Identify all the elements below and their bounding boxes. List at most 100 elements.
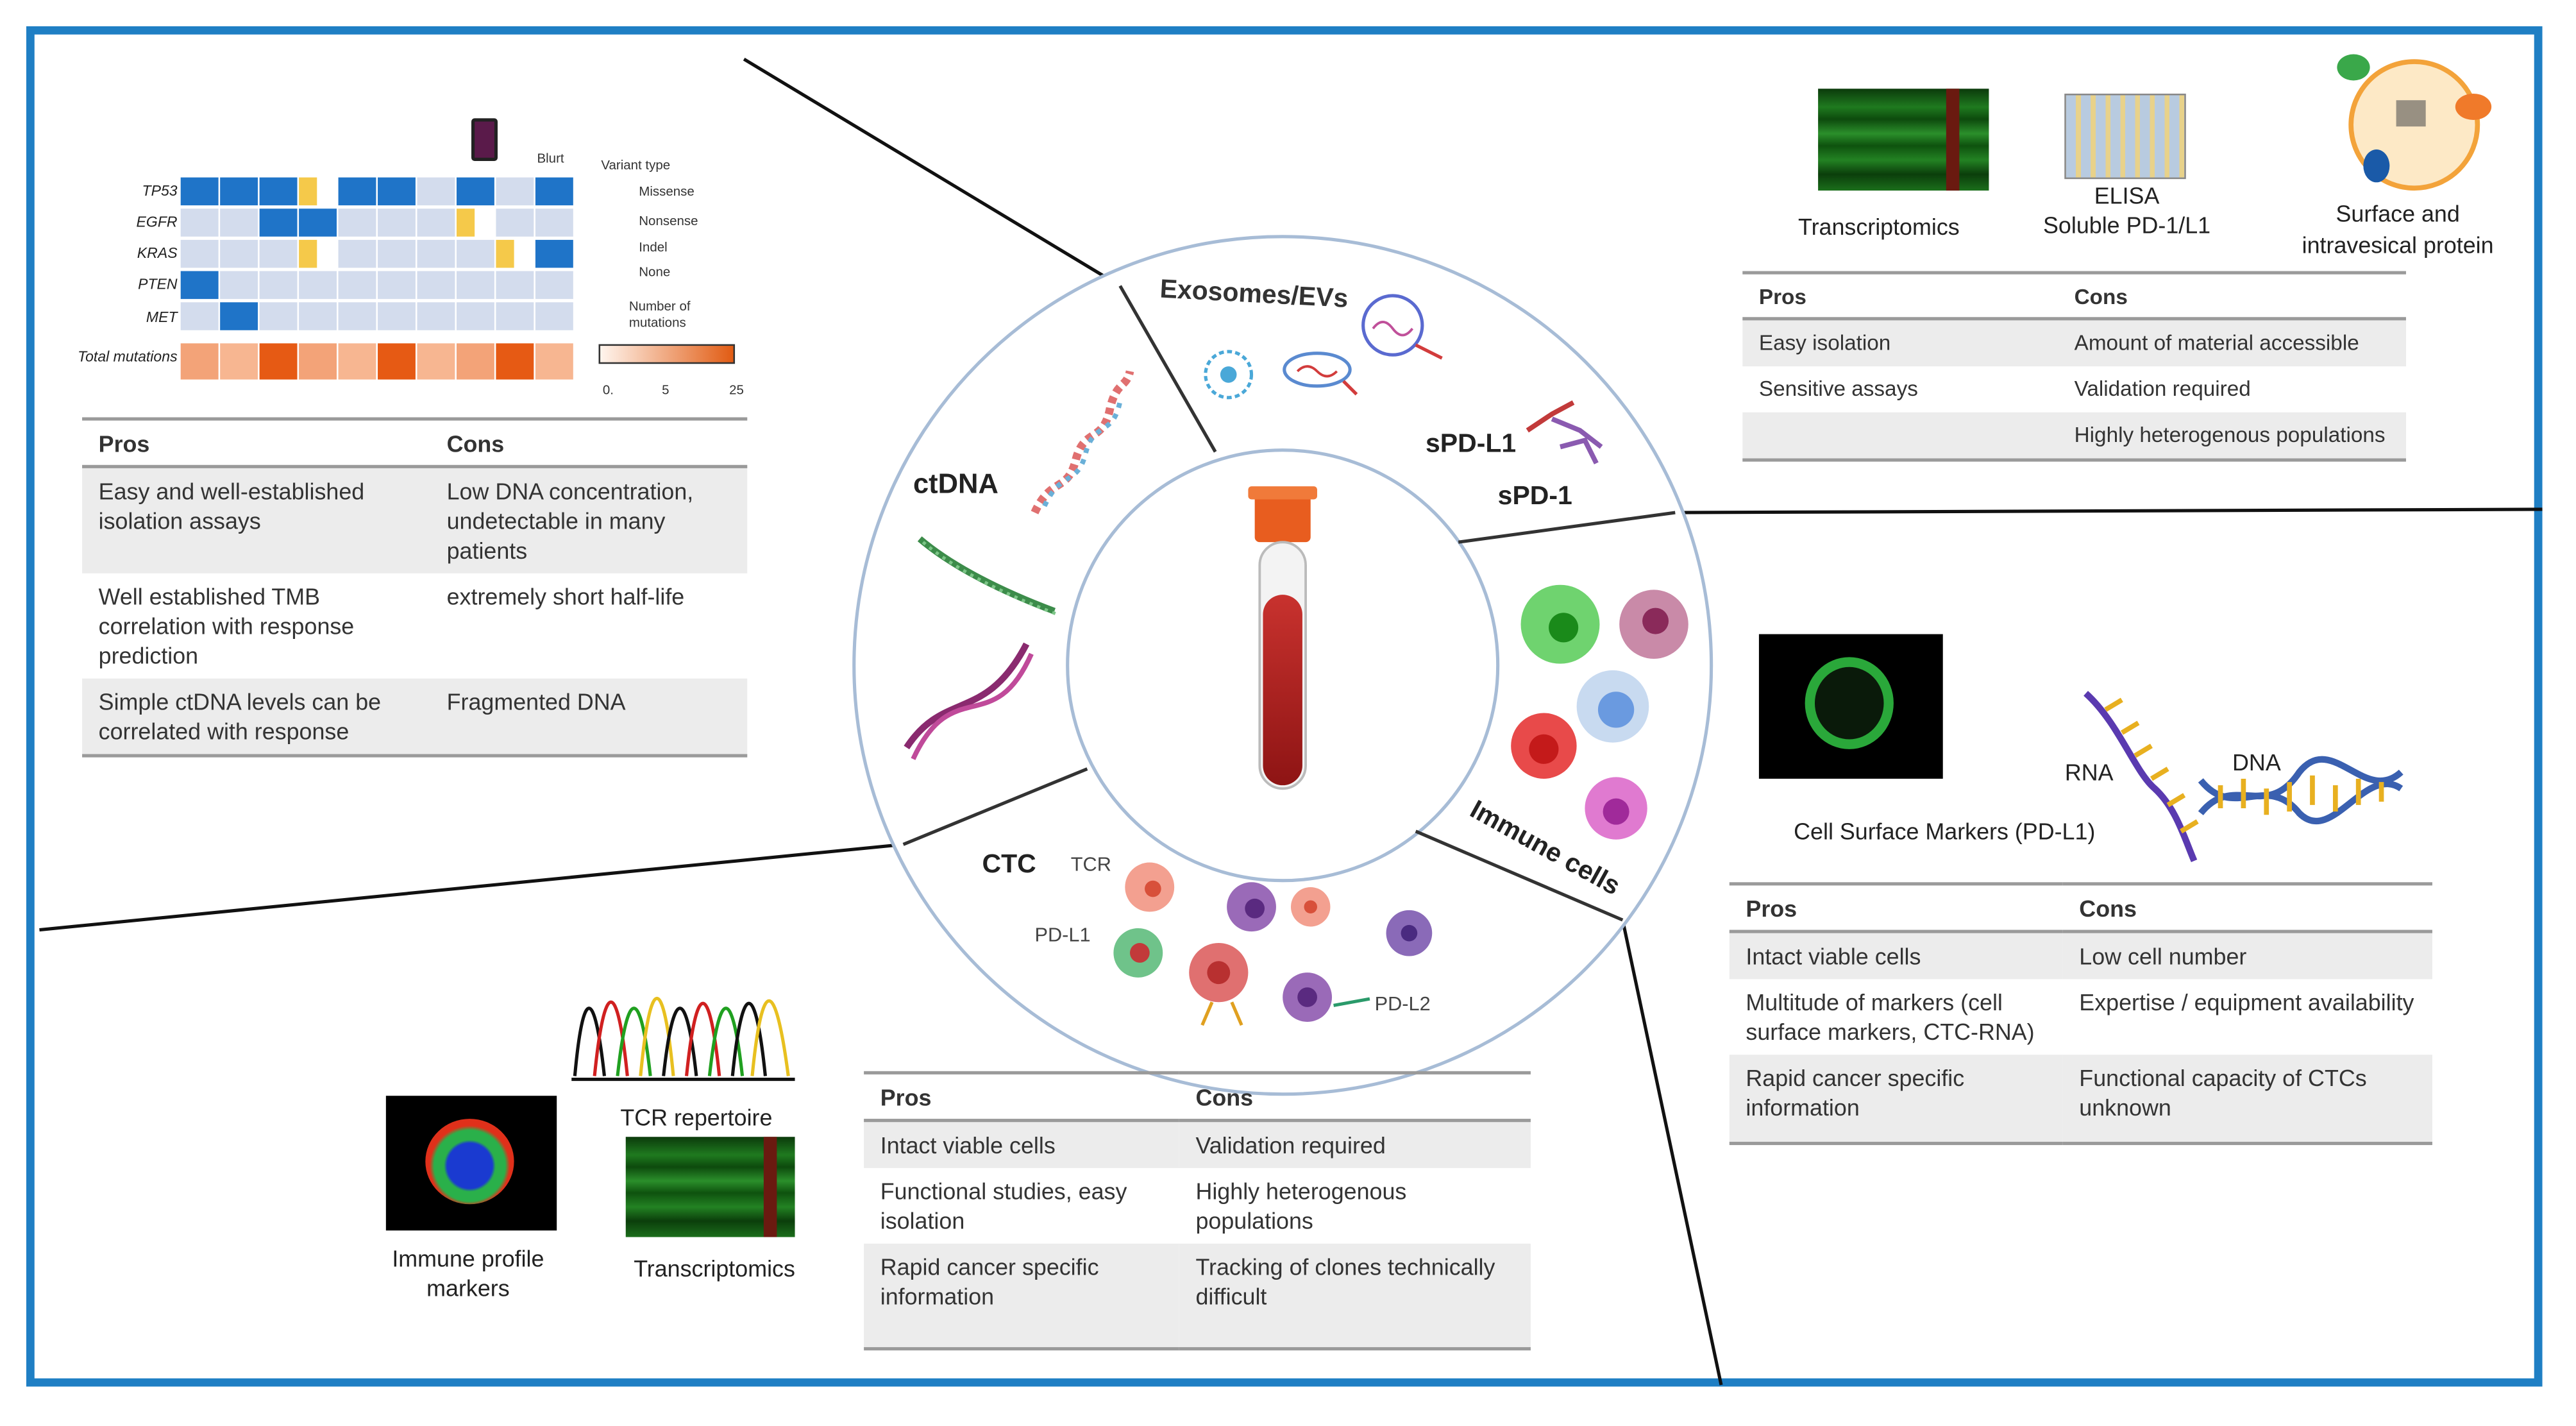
heatmap-cell: [220, 208, 258, 237]
elisa-label: ELISA: [2094, 182, 2160, 209]
variant-type-nonsense: Nonsense: [639, 213, 698, 228]
segment-divider: [1415, 829, 1624, 922]
total-mutation-cell: [535, 343, 573, 380]
gene-label: TP53: [142, 182, 178, 199]
heatmap-cell: [456, 271, 494, 300]
ctc-transcriptomics-image: [625, 1137, 795, 1237]
dna-label: DNA: [2232, 749, 2281, 776]
total-mutation-cell: [180, 343, 219, 380]
heatmap-cell: [378, 239, 416, 268]
pro-cell: Easy isolation: [1742, 318, 2058, 367]
heatmap-cell: [535, 302, 573, 330]
cons-header: Cons: [430, 419, 748, 468]
rna-label: RNA: [2064, 759, 2114, 786]
pro-cell: Multitude of markers (cell surface marke…: [1746, 989, 2035, 1045]
table-row: Rapid cancer specific information Functi…: [1729, 1055, 2432, 1144]
heatmap-cell: [535, 271, 573, 300]
heatmap-cell: [496, 239, 514, 268]
segment-label-ctdna: ctDNA: [913, 468, 998, 499]
immune-pros-cons-table: Pros Cons Intact viable cells Low cell n…: [1729, 882, 2432, 1146]
exosomes-pros-cons-table: Pros Cons Easy isolation Amount of mater…: [1742, 271, 2406, 462]
tcr-chromatogram-icon: [571, 997, 795, 1082]
table-row: Multitude of markers (cell surface marke…: [1730, 979, 2432, 1055]
pro-cell: Simple ctDNA levels can be correlated wi…: [82, 678, 430, 756]
rna-dna-icon: [2084, 690, 2403, 863]
transcriptomics-image: [1818, 89, 1989, 191]
exosome-protein-icon: [2337, 54, 2492, 191]
blood-tube-icon: [1248, 486, 1317, 790]
heatmap-cell: [338, 239, 376, 268]
total-mutation-cell: [259, 343, 298, 380]
mutation-count-scale: [598, 344, 736, 364]
segment-divider: [1118, 285, 1217, 453]
tcr-repertoire-label: TCR repertoire: [620, 1104, 773, 1131]
scale-tick: 5: [662, 382, 669, 398]
heatmap-cell: [259, 239, 298, 268]
heatmap-cell: [299, 302, 337, 330]
heatmap-cell: [180, 177, 219, 206]
connector-line-ctdna: [743, 58, 1121, 287]
con-cell: Low DNA concentration, undetectable in m…: [430, 466, 748, 573]
ctc-transcriptomics-label: Transcriptomics: [634, 1255, 795, 1282]
heatmap-cell: [180, 302, 219, 330]
heatmap-cell: [496, 208, 534, 237]
table-row: Easy isolation Amount of material access…: [1742, 318, 2406, 367]
pro-cell: Intact viable cells: [864, 1120, 1179, 1168]
heatmap-cell: [535, 177, 573, 206]
table-row: Rapid cancer specific information Tracki…: [864, 1243, 1531, 1349]
heatmap-cell: [259, 271, 298, 300]
pro-cell: Intact viable cells: [1729, 931, 2063, 980]
pros-header: Pros: [82, 419, 430, 468]
segment-label-ctc: CTC: [982, 849, 1036, 878]
variant-type-title: Variant type: [601, 157, 671, 173]
tube-label: Blurt: [537, 151, 564, 166]
cell-surface-markers-label: Cell Surface Markers (PD-L1): [1794, 818, 2096, 845]
dna-double-helix-icon: [904, 642, 1034, 760]
pros-header: Pros: [1742, 273, 2058, 321]
heatmap-cell: [417, 177, 455, 206]
pro-cell: Sensitive assays: [1758, 376, 1918, 401]
heatmap-cell: [220, 239, 258, 268]
heatmap-cell: [338, 177, 376, 206]
immune-markers-label: markers: [426, 1275, 510, 1302]
table-row: Intact viable cells Low cell number: [1729, 931, 2432, 980]
con-cell: extremely short half-life: [446, 583, 685, 610]
ctc-label-pdl2: PD-L2: [1375, 992, 1431, 1015]
variant-type-missense: Missense: [639, 183, 695, 199]
heatmap-cell: [535, 208, 573, 237]
segment-label-spd1: sPD-1: [1498, 480, 1572, 510]
table-row: Simple ctDNA levels can be correlated wi…: [82, 678, 748, 756]
con-cell: Validation required: [1179, 1120, 1531, 1168]
vesicle-icon: [1361, 294, 1443, 360]
heatmap-cell: [417, 208, 455, 237]
con-cell: Highly heterogenous populations: [1195, 1178, 1407, 1234]
heatmap-cell: [417, 302, 455, 330]
tube-icon: [471, 118, 498, 161]
connector-line-exosomes: [1675, 507, 2543, 514]
pro-cell: Well established TMB correlation with re…: [98, 583, 355, 669]
heatmap-cell: [299, 239, 317, 268]
heatmap-cell: [338, 302, 376, 330]
pro-cell: Easy and well-established isolation assa…: [82, 466, 430, 573]
total-mutation-cell: [496, 343, 534, 380]
heatmap-cell: [496, 271, 534, 300]
cons-header: Cons: [2062, 883, 2432, 933]
total-mutations-label: Total mutations: [78, 348, 178, 365]
number-of-mutations-title: mutations: [628, 315, 686, 330]
surface-protein-label: Surface and: [2336, 200, 2460, 227]
connector-line-ctc: [39, 842, 904, 932]
vesicle-icon: [1283, 352, 1358, 396]
segment-divider: [902, 767, 1088, 846]
heatmap-cell: [180, 271, 219, 300]
table-row: Well established TMB correlation with re…: [82, 573, 747, 679]
heatmap-cell: [259, 208, 298, 237]
table-row: Highly heterogenous populations: [1742, 412, 2406, 461]
heatmap-cell: [338, 208, 376, 237]
heatmap-cell: [496, 302, 534, 330]
soluble-pd1-label: Soluble PD-1/L1: [2042, 212, 2211, 239]
ctdna-helix-icon: [1031, 370, 1134, 514]
heatmap-cell: [456, 208, 475, 237]
table-row: Easy and well-established isolation assa…: [82, 466, 748, 573]
ctc-label-tcr: TCR: [1071, 853, 1111, 875]
